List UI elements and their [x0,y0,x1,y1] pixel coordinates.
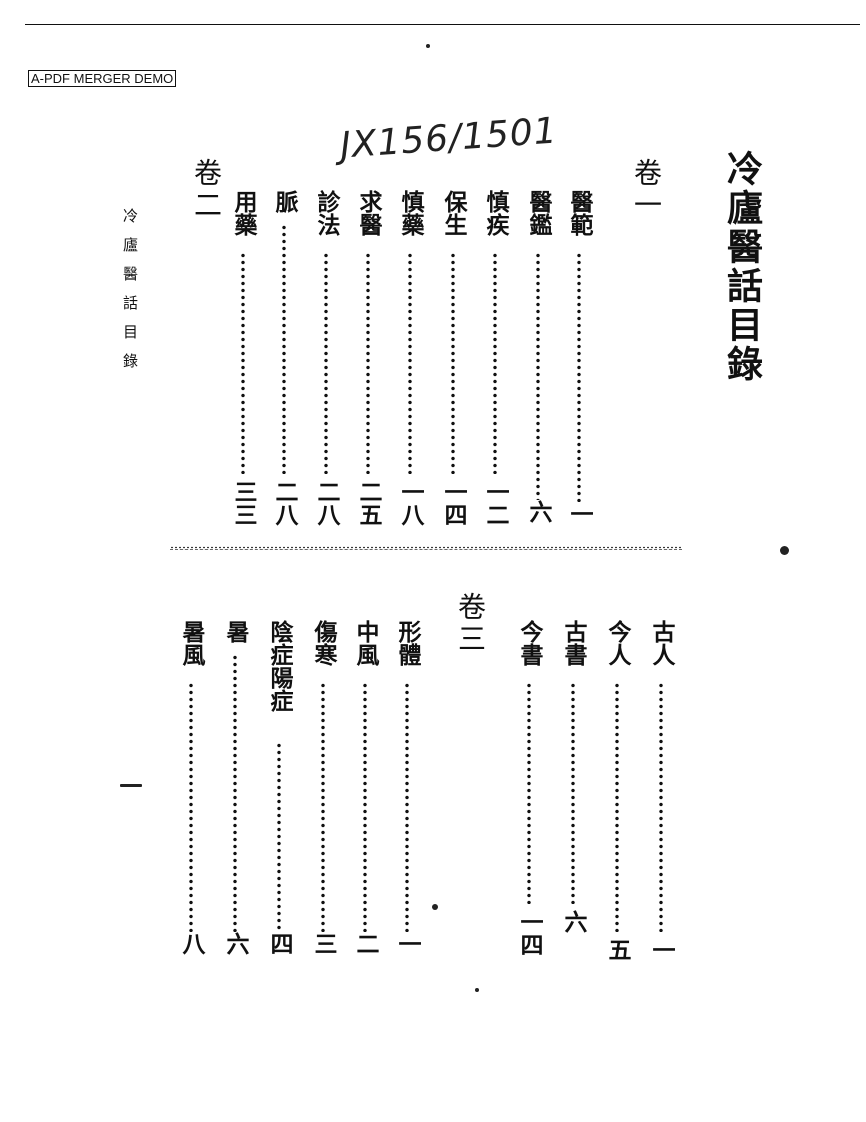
scan-speck [780,546,789,555]
scan-speck [475,988,479,992]
dot-leader [324,252,328,474]
dot-leader [536,252,540,500]
scan-speck [426,44,430,48]
volume-1-heading: 卷一 [630,158,663,222]
toc-entry[interactable]: 陰症陽症 四 [264,620,294,970]
entry-title: 醫鑑 [525,190,552,236]
entry-page: 三 [310,932,337,955]
entry-page: 六 [222,932,249,955]
volume-2-heading: 卷二 [190,158,223,222]
handwritten-catalog-number: JX156/1501 [338,110,559,167]
entry-title: 醫範 [566,190,593,236]
entry-page: 二五 [355,480,382,526]
book-title: 冷廬醫話目錄 [721,150,763,384]
scan-speck [432,904,438,910]
entry-title: 古人 [648,620,675,666]
top-rule [25,24,860,25]
dot-leader [366,252,370,474]
entry-title: 暑風 [178,620,205,666]
dot-leader [577,252,581,502]
toc-entry[interactable]: 暑 六 [220,620,250,970]
toc-entry[interactable]: 醫範 一 [564,190,594,540]
watermark-label: A-PDF MERGER DEMO [28,70,177,87]
entry-title: 用藥 [230,190,257,236]
entry-page: 一八 [397,480,424,526]
dot-leader [241,252,245,474]
dot-leader [321,682,325,932]
entry-page: 一 [648,938,675,961]
entry-page: 五 [604,938,631,961]
dot-leader [277,742,281,932]
entry-title: 診法 [313,190,340,236]
entry-title: 今書 [516,620,543,666]
entry-page: 二八 [271,480,298,526]
toc-entry[interactable]: 保生 一四 [438,190,468,540]
dot-leader [282,224,286,474]
entry-title: 形體 [394,620,421,666]
entry-title: 陰症陽症 [266,620,293,712]
dot-leader [451,252,455,474]
entry-page: 三三 [230,480,257,526]
entry-page: 二 [352,932,379,955]
entry-title: 保生 [440,190,467,236]
toc-entry[interactable]: 醫鑑 六 [523,190,553,540]
toc-entry[interactable]: 用藥 三三 [228,190,258,540]
dot-leader [405,682,409,932]
dot-leader [408,252,412,474]
entry-title: 慎疾 [482,190,509,236]
toc-entry[interactable]: 求醫 二五 [353,190,383,540]
entry-page: 一四 [440,480,467,526]
entry-page: 六 [560,910,587,933]
entry-page: 八 [178,932,205,955]
entry-page: 一 [566,502,593,525]
toc-entry[interactable]: 中風 二 [350,620,380,970]
volume-3-heading: 卷三 [454,592,487,656]
dot-leader [571,682,575,904]
dot-leader [659,682,663,932]
entry-page: 二八 [313,480,340,526]
toc-entry[interactable]: 今人 五 [602,620,632,970]
dot-leader [493,252,497,474]
toc-entry[interactable]: 暑風 八 [176,620,206,970]
margin-label: 冷廬醫話目錄 [121,208,139,382]
dot-leader [363,682,367,932]
toc-entry[interactable]: 今書 一四 [514,620,544,970]
entry-title: 脈 [271,190,298,213]
entry-title: 暑 [222,620,249,643]
entry-title: 慎藥 [397,190,424,236]
toc-entry[interactable]: 形體 一 [392,620,422,970]
entry-page: 四 [266,932,293,955]
dot-leader [615,682,619,932]
toc-entry[interactable]: 脈 二八 [269,190,299,540]
toc-entry[interactable]: 診法 二八 [311,190,341,540]
toc-entry[interactable]: 慎疾 一二 [480,190,510,540]
entry-title: 傷寒 [310,620,337,666]
entry-page: 一四 [516,910,543,956]
entry-title: 求醫 [355,190,382,236]
dot-leader [189,682,193,932]
entry-title: 古書 [560,620,587,666]
toc-entry[interactable]: 古書 六 [558,620,588,970]
entry-title: 今人 [604,620,631,666]
toc-entry[interactable]: 古人 一 [646,620,676,970]
toc-entry[interactable]: 慎藥 一八 [395,190,425,540]
toc-entry[interactable]: 傷寒 三 [308,620,338,970]
entry-title: 中風 [352,620,379,666]
entry-page: 一 [394,932,421,955]
entry-page: 六 [525,500,552,523]
section-divider [170,546,682,550]
entry-page: 一二 [482,480,509,526]
scan-speck [120,784,142,787]
dot-leader [233,654,237,932]
dot-leader [527,682,531,904]
